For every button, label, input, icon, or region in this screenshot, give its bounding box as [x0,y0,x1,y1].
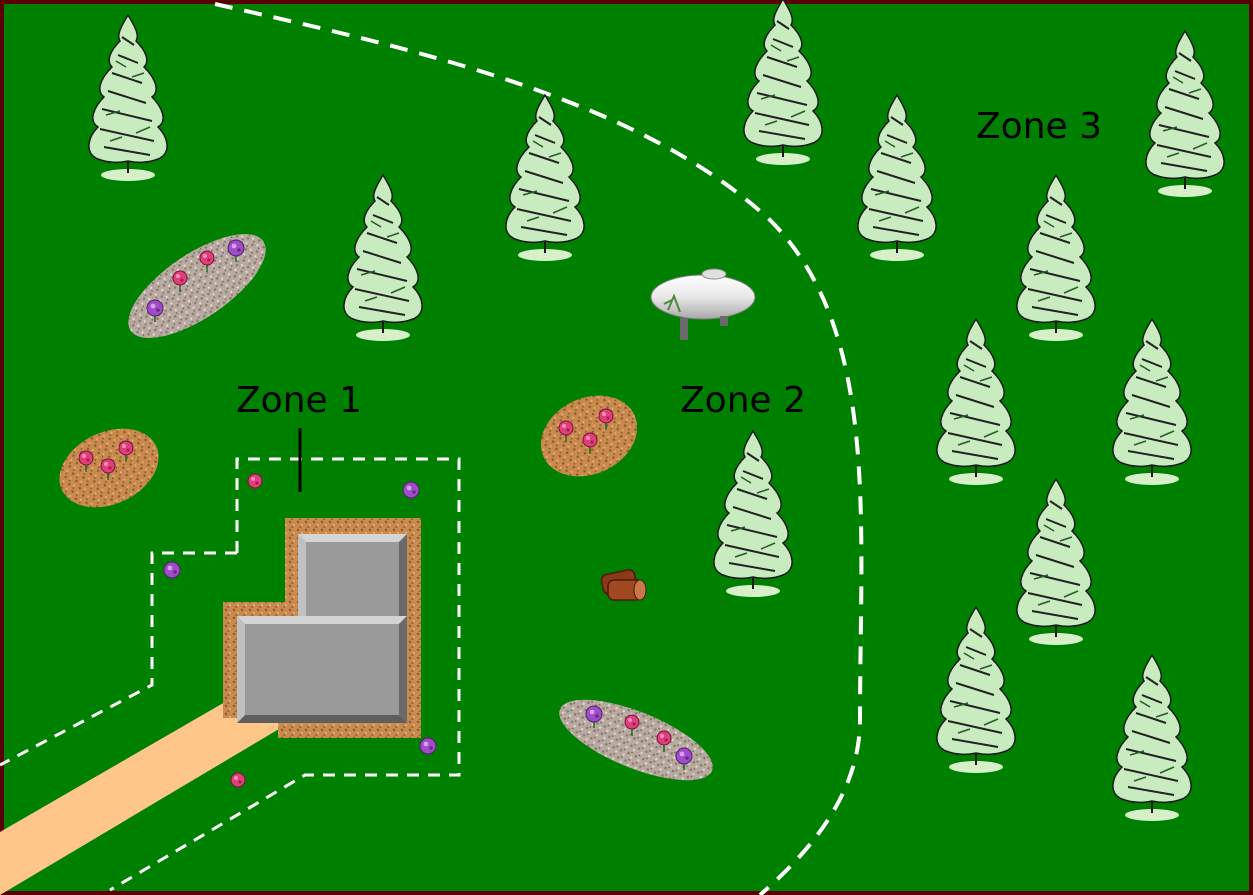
zone-2-label: Zone 2 [680,380,806,421]
zone-1-label: Zone 1 [236,380,362,421]
zone-3-label: Zone 3 [976,106,1102,147]
